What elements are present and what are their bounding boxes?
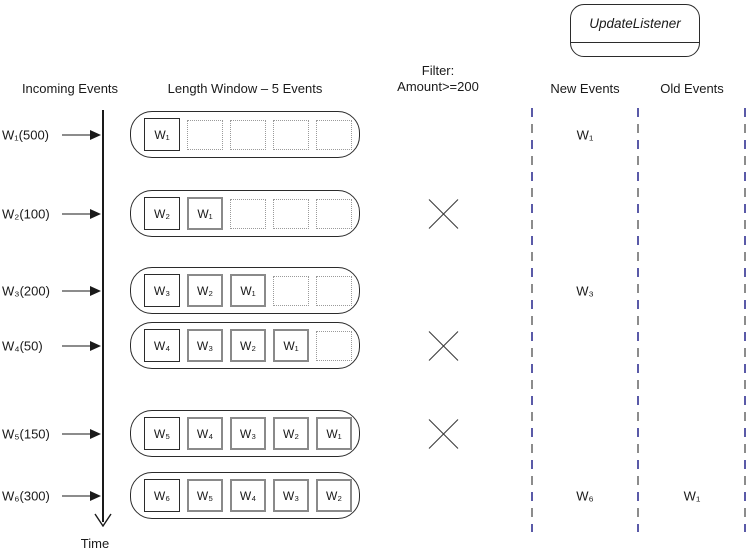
window-slot-filled: W₂ [273,417,309,450]
window-slot-empty [230,119,266,150]
window-slot-filled: W₁ [187,197,223,230]
window-slot-filled: W₂ [187,274,223,307]
filter-reject-x-icon [428,330,459,361]
window-slot-filled: W₁ [316,417,352,450]
separator-old-events-right [744,108,746,532]
time-axis-arrowhead-icon [94,513,112,527]
window-slot-filled: W₃ [230,417,266,450]
incoming-event-label: W₅(150) [2,426,50,441]
incoming-arrow-head-icon [90,490,101,501]
length-window-state: W₁ [130,111,360,158]
time-axis-label: Time [80,536,110,551]
window-slot-filled: W₅ [187,479,223,512]
window-slot-empty [273,275,309,306]
update-listener-box: UpdateListener [570,4,700,57]
new-event-label: W₆ [576,488,594,503]
separator-new-old-events [637,108,639,532]
window-slot-filled: W₂ [144,197,180,230]
event-row-1: W₁(500) W₁ W₁ [0,111,747,158]
incoming-arrow-head-icon [90,340,101,351]
window-slot-empty [187,119,223,150]
header-filter-line1: Filter: [421,63,455,78]
window-slot-filled: W₃ [144,274,180,307]
window-slot-empty [316,119,352,150]
incoming-event-label: W₂(100) [2,206,50,221]
window-slot-filled: W₄ [230,479,266,512]
header-old-events: Old Events [660,81,724,96]
new-event-label: W₁ [576,127,594,142]
incoming-arrow-head-icon [90,428,101,439]
incoming-event-label: W₆(300) [2,488,50,503]
window-slot-filled: W₁ [273,329,309,362]
incoming-event-label: W₁(500) [2,127,50,142]
window-slot-filled: W₁ [230,274,266,307]
window-slot-empty [316,198,352,229]
incoming-arrow-head-icon [90,285,101,296]
window-slot-filled: W₁ [144,118,180,151]
window-slot-filled: W₆ [144,479,180,512]
window-slot-filled: W₄ [187,417,223,450]
update-listener-divider [571,42,699,43]
old-event-label: W₁ [683,488,701,503]
filter-reject-x-icon [428,418,459,449]
incoming-arrow-head-icon [90,129,101,140]
incoming-arrow-line [62,213,92,214]
window-slot-empty [316,275,352,306]
header-new-events: New Events [550,81,620,96]
incoming-arrow-head-icon [90,208,101,219]
incoming-arrow-line [62,345,92,346]
incoming-event-label: W₃(200) [2,283,50,298]
separator-new-events-left [531,108,533,532]
window-slot-filled: W₄ [144,329,180,362]
window-slot-empty [230,198,266,229]
header-length-window: Length Window – 5 Events [167,81,323,96]
header-incoming-events: Incoming Events [21,81,119,96]
incoming-event-label: W₄(50) [2,338,43,353]
incoming-arrow-line [62,433,92,434]
window-slot-filled: W₃ [187,329,223,362]
update-listener-title: UpdateListener [589,16,681,31]
window-slot-filled: W₂ [230,329,266,362]
window-slot-filled: W₂ [316,479,352,512]
new-event-label: W₃ [576,283,594,298]
window-slot-filled: W₅ [144,417,180,450]
incoming-arrow-line [62,495,92,496]
header-filter-line2: Amount>=200 [397,79,479,94]
incoming-arrow-line [62,134,92,135]
time-axis-line [102,110,104,522]
window-slot-empty [273,198,309,229]
window-slot-empty [316,330,352,361]
filter-reject-x-icon [428,198,459,229]
window-slot-empty [273,119,309,150]
incoming-arrow-line [62,290,92,291]
window-slot-filled: W₃ [273,479,309,512]
